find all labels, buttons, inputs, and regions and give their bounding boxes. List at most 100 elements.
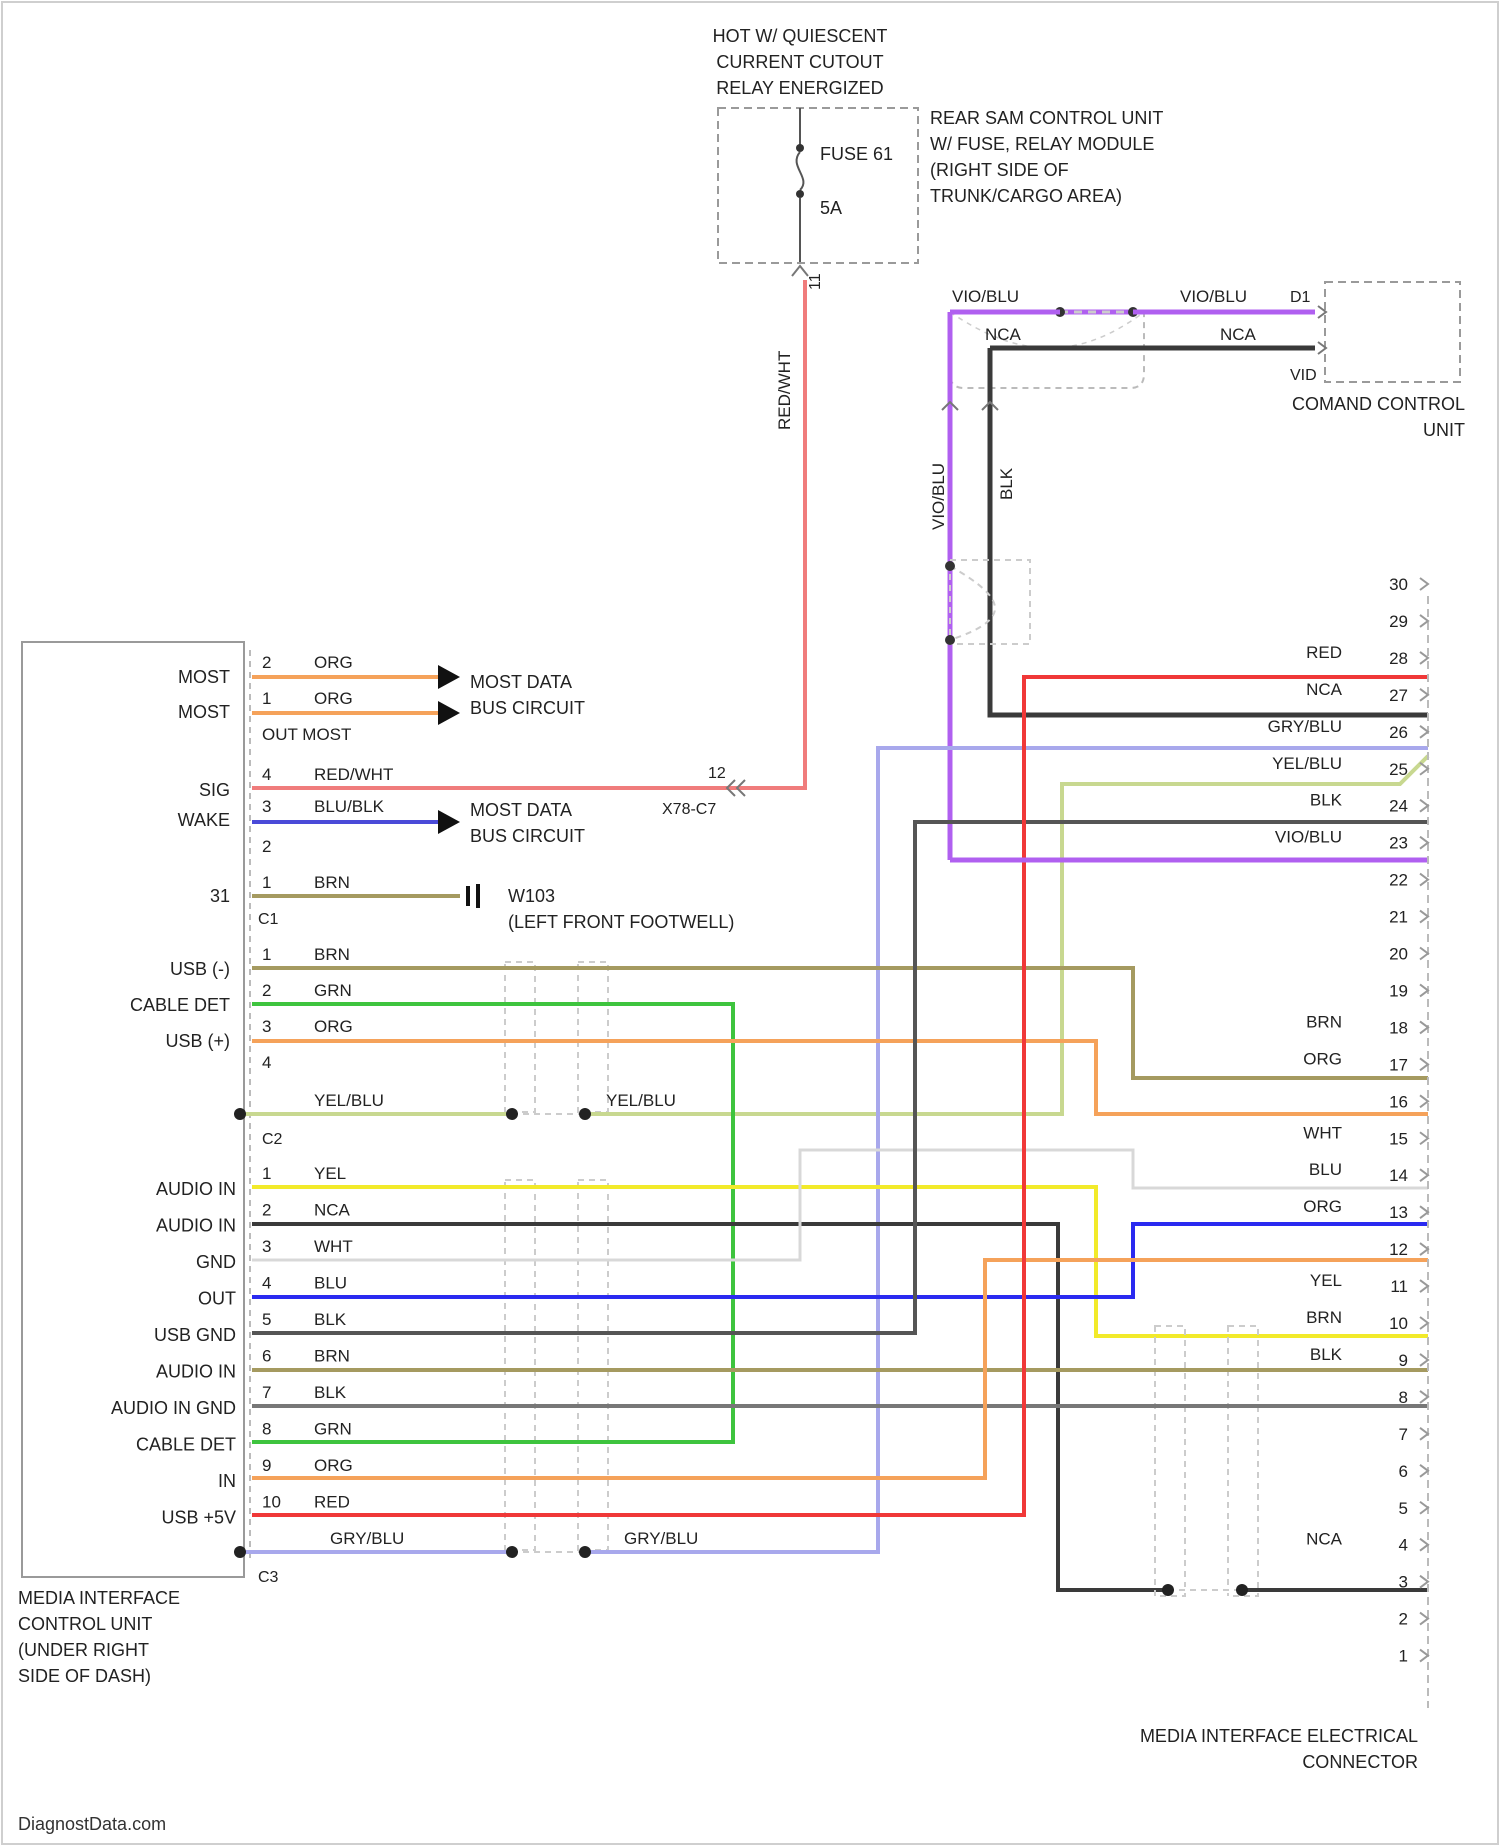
c2-pin-row: USB (+) 3 ORG	[165, 1017, 352, 1051]
connector-wire-label: BLK	[1310, 1345, 1343, 1364]
pin-chevron-icon	[1420, 1132, 1428, 1144]
connector-wire-label: BLK	[1310, 791, 1343, 810]
comand-wire-vio-right: VIO/BLU	[1180, 287, 1247, 306]
connector-wire-label: GRY/BLU	[1268, 717, 1342, 736]
connector-pin-number: 30	[1389, 575, 1408, 594]
media-unit-label: MEDIA INTERFACE CONTROL UNIT (UNDER RIGH…	[18, 1588, 180, 1686]
conn-c1: C1	[258, 911, 279, 928]
pin-chevron-icon	[1420, 948, 1428, 960]
svg-text:SIG: SIG	[199, 780, 230, 800]
svg-text:RED/WHT: RED/WHT	[314, 765, 393, 784]
connector-wire-label: VIO/BLU	[1275, 828, 1342, 847]
c3-pin-row: OUT4BLU	[198, 1274, 347, 1309]
media-unit-line-4: SIDE OF DASH)	[18, 1666, 151, 1686]
comand-box	[1325, 282, 1460, 382]
connector-wire-label: WHT	[1303, 1123, 1342, 1142]
most-data2-line-1: MOST DATA	[470, 800, 572, 820]
connector-pin: 14BLU	[1309, 1160, 1428, 1185]
connector-pin-number: 6	[1399, 1462, 1408, 1481]
fuse-icon	[797, 152, 804, 190]
connector-pin-number: 25	[1389, 760, 1408, 779]
c3-wire-color: BLU	[314, 1274, 347, 1293]
shield-connector-left	[1155, 1326, 1185, 1596]
connector-pin-number: 29	[1389, 612, 1408, 631]
connector-pin-number: 14	[1389, 1166, 1408, 1185]
ground-line-2: (LEFT FRONT FOOTWELL)	[508, 912, 734, 932]
connector-wire-label: ORG	[1303, 1049, 1342, 1068]
connector-pin: 26GRY/BLU	[1268, 717, 1428, 742]
svg-text:BRN: BRN	[314, 873, 350, 892]
pin-chevron-icon	[1420, 1317, 1428, 1329]
comand-line-1: COMAND CONTROL	[1292, 394, 1465, 414]
media-unit-line-3: (UNDER RIGHT	[18, 1640, 149, 1660]
comand-wire-vio-left: VIO/BLU	[952, 287, 1019, 306]
pin-chevron-icon	[1420, 1391, 1428, 1403]
connector-pin: 12	[1389, 1240, 1428, 1259]
pin-chevron-icon	[1420, 1095, 1428, 1107]
connector-wire-label: RED	[1306, 643, 1342, 662]
connector-pin: 15WHT	[1303, 1123, 1428, 1148]
rear-sam-line-4: TRUNK/CARGO AREA)	[930, 186, 1122, 206]
c3-pin-row: AUDIO IN1YEL	[156, 1164, 346, 1199]
svg-text:GRN: GRN	[314, 981, 352, 1000]
shield-connector-right	[1228, 1326, 1258, 1596]
hot-label-line-2: CURRENT CUTOUT	[716, 52, 883, 72]
connector-pin-number: 27	[1389, 686, 1408, 705]
connector-wire-label: BRN	[1306, 1308, 1342, 1327]
c3-wire-color: BLK	[314, 1310, 347, 1329]
svg-text:OUT MOST: OUT MOST	[262, 725, 351, 744]
pin-chevron-icon	[1420, 1613, 1428, 1625]
connector-wire-label: YEL	[1310, 1271, 1342, 1290]
pin-chevron-icon	[1420, 689, 1428, 701]
svg-text:2: 2	[262, 653, 271, 672]
x78-pin: 12	[708, 765, 726, 782]
c3-pin-name: GND	[196, 1252, 236, 1272]
connector-wire-label: NCA	[1306, 680, 1343, 699]
shield-c3-right	[578, 1180, 608, 1550]
connector-pin-number: 11	[1390, 1277, 1408, 1296]
pin-chevron-icon	[1420, 1428, 1428, 1440]
pin-chevron-icon	[1420, 1280, 1428, 1292]
connector-pin-number: 23	[1389, 834, 1408, 853]
svg-text:USB (-): USB (-)	[170, 959, 230, 979]
c2-pin-row: CABLE DET 2 GRN	[130, 981, 352, 1015]
connector-label: MEDIA INTERFACE ELECTRICAL CONNECTOR	[1140, 1726, 1418, 1772]
connector-pin: 7	[1399, 1425, 1428, 1444]
connector-pin-number: 28	[1389, 649, 1408, 668]
svg-text:BRN: BRN	[314, 945, 350, 964]
most-data2-line-2: BUS CIRCUIT	[470, 826, 585, 846]
comand-line-2: UNIT	[1423, 420, 1465, 440]
connector-wire-label: YEL/BLU	[1272, 754, 1342, 773]
wire-label-blk-vertical: BLK	[997, 467, 1016, 500]
pin-chevron-icon	[1420, 1502, 1428, 1514]
connector-pin: 11 YEL	[1310, 1271, 1428, 1296]
svg-text:ORG: ORG	[314, 1017, 353, 1036]
pin-chevron-icon	[1420, 874, 1428, 886]
shield-c2-left-label: YEL/BLU	[314, 1091, 384, 1110]
connector-pin: 16	[1389, 1092, 1428, 1111]
c1-pin-row: 2	[262, 837, 271, 856]
hot-label-line-3: RELAY ENERGIZED	[716, 78, 883, 98]
connector-pin-number: 22	[1389, 871, 1408, 890]
c3-pin-name: AUDIO IN	[156, 1216, 236, 1236]
c3-pin-name: USB +5V	[161, 1508, 236, 1528]
ground-icon	[468, 884, 478, 908]
shield-c2-left	[505, 962, 535, 1112]
wire-wht-gnd	[252, 1150, 1428, 1260]
media-unit-line-1: MEDIA INTERFACE	[18, 1588, 180, 1608]
x78-label: X78-C7	[662, 801, 716, 818]
connector-pin: 6	[1399, 1462, 1428, 1481]
connector-pin: 28 RED	[1306, 643, 1428, 668]
c3-pin-name: AUDIO IN GND	[111, 1398, 236, 1418]
connector-pin-number: 20	[1389, 945, 1408, 964]
connector-pin-number: 1	[1399, 1647, 1408, 1666]
shield-c2-right	[578, 962, 608, 1112]
connector-pin-number: 7	[1399, 1425, 1408, 1444]
pin-chevron-icon	[1420, 578, 1428, 590]
wire-red-usb-5v	[252, 677, 1428, 1515]
c3-pin-name: OUT	[198, 1289, 236, 1309]
connector-pin-number: 8	[1399, 1388, 1408, 1407]
